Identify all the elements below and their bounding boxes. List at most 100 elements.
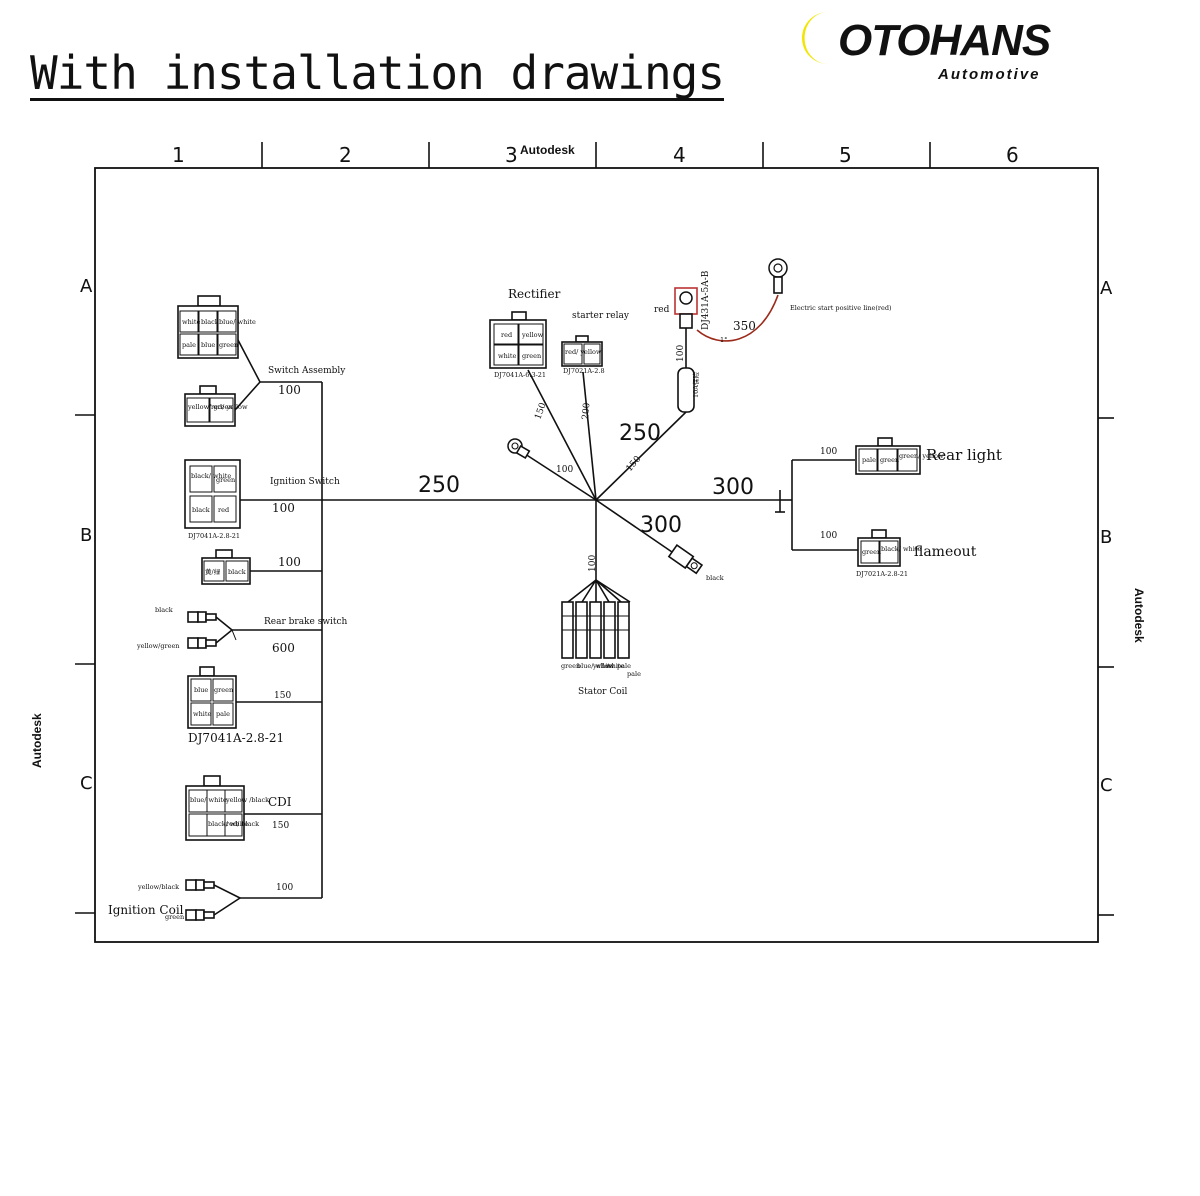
grid-row-b-left: B [80, 525, 92, 546]
switch-assembly-connectors: white black blue/ white pale blue green … [177, 295, 322, 427]
rear-brake-switch-connectors [187, 611, 322, 649]
pin-red-ign: red [218, 506, 229, 514]
ignition-coil-length: 100 [276, 883, 293, 893]
grid-row-c-left: C [80, 773, 93, 794]
grid-col-1: 1 [172, 143, 185, 167]
grid-row-a-left: A [80, 276, 93, 297]
ignition-switch-part: DJ7041A-2.8-21 [188, 532, 240, 540]
hub-branches [521, 369, 684, 580]
ground-terminal [667, 543, 704, 575]
stator-wire-blue-white: blue/ white [577, 662, 614, 670]
grid-col-2: 2 [339, 143, 352, 167]
cdi-pin-black-white: black/ white [208, 820, 248, 828]
to-fuse-length: 250 [619, 421, 661, 446]
electric-start-length: 350 [733, 319, 756, 333]
main-trunk [240, 382, 860, 898]
brake-pin-yellow-green: yellow/green [136, 642, 180, 650]
ground-terminal-label: black [706, 574, 724, 582]
flameout-connector [857, 529, 901, 567]
rear-brake-switch-label: Rear brake switch [264, 617, 348, 627]
brake-pin-black: black [155, 606, 173, 614]
flameout-length: 100 [820, 531, 837, 541]
trunk-length-left: 250 [418, 473, 460, 498]
starter-relay-label: starter relay [572, 311, 630, 321]
plug-5-length: 150 [274, 691, 291, 701]
stator-wire-green: green [561, 662, 580, 670]
rear-light-pin-green-yellow: green/ yellow [899, 452, 944, 460]
battery-positive-part: DJ431A-5A-B [701, 270, 711, 330]
rear-light-pin-pale: pale [862, 456, 876, 464]
pin-yellow-green: yellow/ green [187, 403, 233, 411]
pin-black: black [201, 318, 219, 326]
rect-pin-green: green [522, 352, 541, 360]
ignition-switch-length: 100 [272, 501, 295, 515]
grid-col-3: 3 [505, 143, 518, 167]
cdi-length: 150 [272, 821, 289, 831]
stator-coil-length: 100 [588, 555, 598, 572]
electric-start-mark: 1° [720, 336, 727, 344]
stator-coil-label: Stator Coil [578, 687, 628, 697]
pin-black-ign: black [192, 506, 210, 514]
grid-col-6: 6 [1006, 143, 1019, 167]
four-pin-plug [187, 666, 322, 729]
rear-light-pin-green: green [880, 456, 899, 464]
starter-relay-part: DJ7021A-2.8 [563, 367, 605, 375]
rect-pin-white: white [498, 352, 516, 360]
stator-wire-pale-1: pale [617, 662, 631, 670]
flameout-part: DJ7021A-2.8-21 [856, 570, 908, 578]
pin-green-ign: green [216, 476, 235, 484]
watermark-right: Autodesk [1132, 588, 1146, 643]
pin-red-yellow: red/ yellow [211, 403, 248, 411]
starter-relay-length: 200 [581, 402, 592, 420]
flameout-pin-black-white: black/ white [881, 545, 921, 553]
rect-pin-red: red [501, 331, 512, 339]
pin-blue-white: blue/ white [219, 318, 256, 326]
pin-pale-p5: pale [216, 710, 230, 718]
ignition-coil-label: Ignition Coil [108, 903, 184, 917]
cdi-pin-red-black: red/ black [226, 820, 259, 828]
plug-5-part: DJ7041A-2.8-21 [188, 731, 284, 745]
ignition-coil-connectors [185, 879, 322, 921]
relay-pin-red-yellow: red/ yellow [565, 348, 602, 356]
starter-relay-connector [561, 335, 603, 367]
grid-row-a-right: A [1100, 278, 1113, 299]
column-dividers [75, 142, 1114, 916]
pin-black-white: black/ white [191, 472, 231, 480]
watermark-left: Autodesk [30, 713, 44, 768]
rear-light-label: Rear light [926, 446, 1002, 464]
grid-row-c-right: C [1100, 775, 1113, 796]
battery-positive-color: red [654, 305, 670, 315]
switch-assembly-length: 100 [278, 383, 301, 397]
ground-ring-terminal [507, 438, 531, 460]
trunk-length-right: 300 [712, 475, 754, 500]
pin-blue: blue [201, 341, 215, 349]
pin-black-p3: black [228, 568, 246, 576]
ground-ring-length: 100 [556, 465, 573, 475]
cdi-label: CDI [268, 795, 292, 809]
flameout-pin-green: green [862, 548, 881, 556]
stator-wire-yellow: yellow [592, 662, 615, 670]
grid-row-b-right: B [1100, 527, 1112, 548]
pin-green-p5: green [214, 686, 233, 694]
flameout-label: flameout [914, 544, 977, 560]
watermark-top: Autodesk [520, 143, 575, 157]
grid-col-5: 5 [839, 143, 852, 167]
pin-white: white [182, 318, 200, 326]
coil-pin-green: green [165, 913, 184, 921]
rectifier-length: 150 [533, 401, 548, 421]
brand-logo: OTOHANS Automotive [790, 8, 1070, 88]
rear-light-connector [855, 437, 921, 475]
coil-pin-yellow-black: yellow/black [137, 883, 179, 891]
pin-white-p5: white [193, 710, 211, 718]
pin-pale: pale [182, 341, 196, 349]
rear-light-length: 100 [820, 447, 837, 457]
battery-positive-length: 100 [676, 345, 686, 362]
stator-wire-pale-2: pale [627, 670, 641, 678]
cdi-connector [185, 775, 322, 841]
brand-name: OTOHANS [838, 16, 1051, 65]
rear-brake-switch-length: 600 [272, 641, 295, 655]
rectifier-label: Rectifier [508, 287, 561, 301]
battery-positive-terminal [674, 287, 779, 416]
two-pin-plug [201, 549, 322, 585]
